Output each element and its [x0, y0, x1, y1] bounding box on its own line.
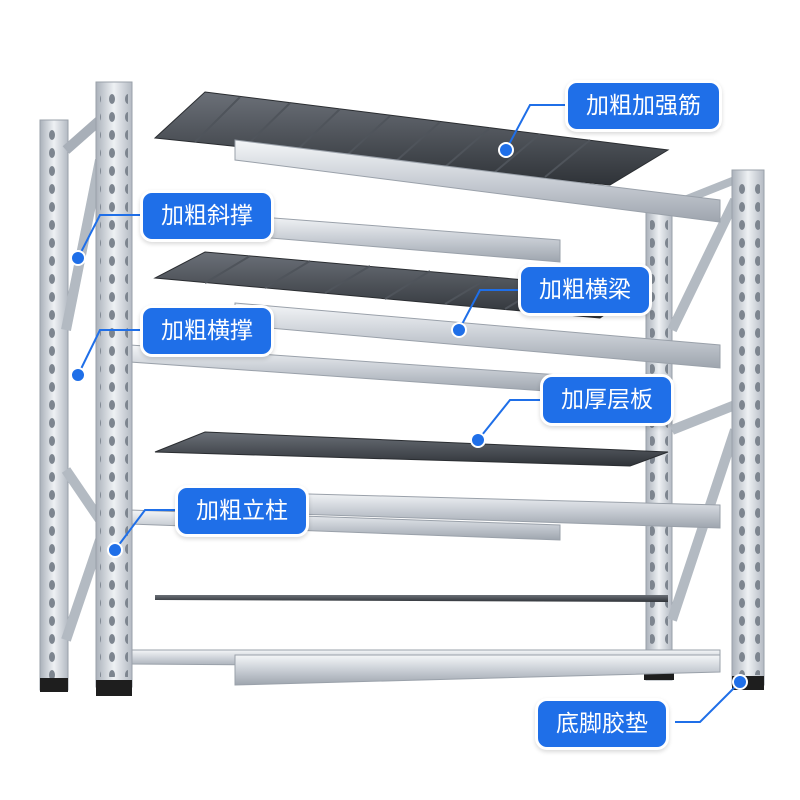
shelf-board-bottom [155, 595, 668, 602]
front-right-upright [731, 169, 765, 690]
callout-foot-pad: 底脚胶垫 [535, 698, 669, 750]
callout-horizontal-brace: 加粗横撑 [140, 305, 274, 357]
front-left-upright [40, 81, 133, 696]
callout-shelf-board: 加厚层板 [540, 374, 674, 426]
shelf-board-top [153, 91, 670, 186]
callout-leaders [77, 104, 741, 723]
upper-beam [234, 214, 561, 263]
top-beam [234, 139, 721, 223]
callout-dots [70, 142, 748, 690]
callout-reinforcement-ribs: 加粗加强筋 [565, 80, 722, 132]
callout-crossbeam: 加粗横梁 [518, 264, 652, 316]
callout-diagonal-brace: 加粗斜撑 [140, 190, 274, 242]
back-left-upright [39, 116, 105, 691]
callout-upright-post: 加粗立柱 [175, 485, 309, 537]
bottom-beams [129, 649, 721, 686]
right-side-bracing [667, 176, 740, 622]
shelf-board-third [154, 431, 669, 467]
